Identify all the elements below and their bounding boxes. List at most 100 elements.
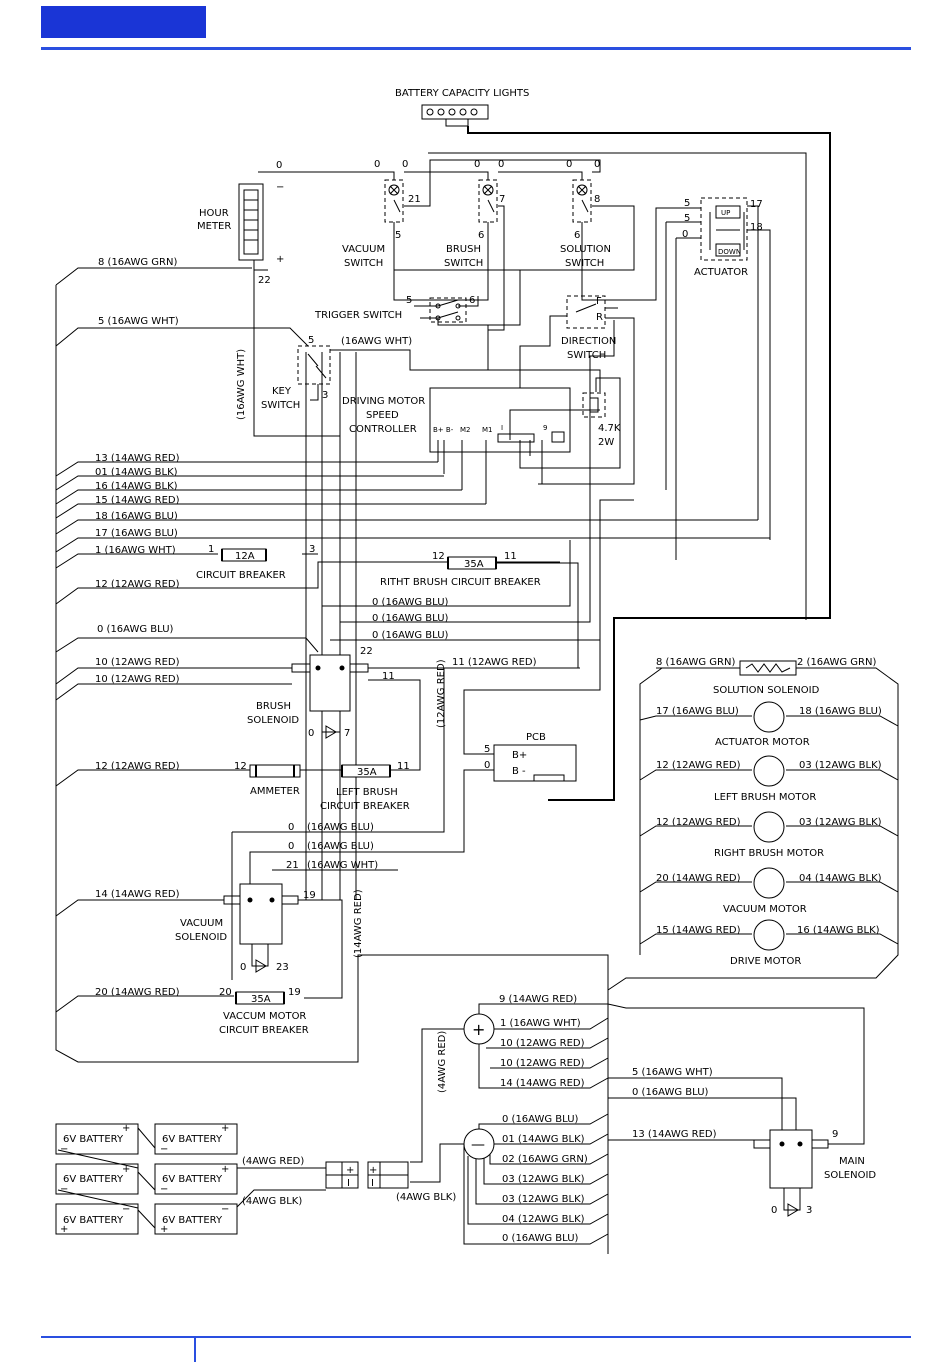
- act-term-18: 18: [750, 222, 763, 233]
- direction-f: F: [596, 296, 602, 307]
- key-term-5: 5: [308, 335, 314, 346]
- left-brush-circuit-breaker: 35A 11 LEFT BRUSH CIRCUIT BREAKER: [320, 761, 410, 812]
- positive-bus: + 9 (14AWG RED) 1 (16AWG WHT) 10 (12AWG …: [410, 994, 865, 1163]
- battery-5: 6V BATTERY − +: [55, 1203, 139, 1235]
- pcb-bminus: B -: [512, 766, 526, 777]
- conn-b-bar: I: [371, 1178, 374, 1189]
- battery-connectors: + I + I (4AWG RED) (4AWG BLK) (4AWG BLK): [235, 1156, 456, 1209]
- wire-label-n-03b: 03 (12AWG BLK): [502, 1194, 585, 1205]
- wire-label-12awg-red-v: (12AWG RED): [436, 659, 447, 728]
- battery-2-minus: −: [160, 1144, 168, 1155]
- wire-label-vs-16blu-a: (16AWG BLU): [307, 822, 374, 833]
- wire-label-10-12red-b: 10 (12AWG RED): [95, 674, 180, 685]
- battery-capacity-lights-label: BATTERY CAPACITY LIGHTS: [395, 88, 529, 99]
- vs-wire-term-0a: 0: [288, 822, 294, 833]
- conn-a-plus: +: [346, 1165, 354, 1176]
- brush-solenoid: 22 11 0 7 BRUSH SOLENOID 10 (12AWG RED) …: [55, 646, 580, 771]
- vmcb-value: 35A: [251, 994, 271, 1005]
- wire-label-14-14red: 14 (14AWG RED): [95, 889, 180, 900]
- battery-3-label: 6V BATTERY: [63, 1174, 124, 1185]
- trig-term-6: 6: [469, 295, 475, 306]
- battery-2: 6V BATTERY + −: [154, 1123, 238, 1155]
- ms-term-3: 3: [806, 1205, 812, 1216]
- wire-label-16-14blk: 16 (14AWG BLK): [95, 481, 178, 492]
- wire-label-13-14red: 13 (14AWG RED): [95, 453, 180, 464]
- wire-label-4awg-blk: (4AWG BLK): [242, 1196, 302, 1207]
- ms-term-9: 9: [832, 1129, 838, 1140]
- vacuum-switch-label-1: VACUUM: [342, 244, 385, 255]
- wire-label-4awg-red: (4AWG RED): [242, 1156, 304, 1167]
- battery-6-minus: −: [221, 1204, 229, 1215]
- wire-label-lb-03: 03 (12AWG BLK): [799, 760, 882, 771]
- wire-label-12-12red-ammeter: 12 (12AWG RED): [95, 761, 180, 772]
- vacuum-motor-circuit-breaker: 20 (14AWG RED) 35A 20 19 VACCUM MOTOR CI…: [55, 987, 309, 1036]
- wire-label-n-02: 02 (16AWG GRN): [502, 1154, 588, 1165]
- battery-5-label: 6V BATTERY: [63, 1215, 124, 1226]
- circuit-breaker-12a: 12A 1 3 CIRCUIT BREAKER: [196, 544, 315, 581]
- vmcb-term-19: 19: [288, 987, 301, 998]
- wire-label-rb-03: 03 (12AWG BLK): [799, 817, 882, 828]
- wire-label-act-17: 17 (16AWG BLU): [656, 706, 739, 717]
- wire-label-sol-2: 2 (16AWG GRN): [797, 657, 876, 668]
- main-solenoid-label-2: SOLENOID: [824, 1170, 876, 1181]
- wire-label-4awg-blk-b: (4AWG BLK): [396, 1192, 456, 1203]
- wire-label-vs-16blu-b: (16AWG BLU): [307, 841, 374, 852]
- controller-term-b: B+ B-: [433, 426, 454, 434]
- wire-label-vs-16wht: (16AWG WHT): [307, 860, 378, 871]
- ammeter-label: AMMETER: [250, 786, 300, 797]
- battery-2-label: 6V BATTERY: [162, 1134, 223, 1145]
- battery-4-minus: −: [160, 1184, 168, 1195]
- brush-solenoid-label-1: BRUSH: [256, 701, 291, 712]
- direction-switch: F R DIRECTION SWITCH: [487, 295, 635, 485]
- wire-label-p-1: 1 (16AWG WHT): [500, 1018, 581, 1029]
- pcb: PCB B+ B - 5 0: [249, 620, 601, 900]
- hour-meter-term-22: 22: [258, 275, 271, 286]
- pcb-term-0: 0: [484, 760, 490, 771]
- lbcb-label-1: LEFT BRUSH: [336, 787, 398, 798]
- wire-label-m-0: 0 (16AWG BLU): [632, 1087, 709, 1098]
- battery-pack: 6V BATTERY + − 6V BATTERY + − 6V BATTERY…: [55, 1123, 238, 1235]
- bs-term-0: 0: [308, 728, 314, 739]
- vs-term-23: 23: [276, 962, 289, 973]
- right-brush-circuit-breaker: 35A 12 11 RITHT BRUSH CIRCUIT BREAKER: [380, 551, 579, 669]
- header-rule: [41, 47, 911, 50]
- wire-label-p-10b: 10 (12AWG RED): [500, 1058, 585, 1069]
- lbcb-label-2: CIRCUIT BREAKER: [320, 801, 410, 812]
- mid-blue-wires: 0 (16AWG BLU) 0 (16AWG BLU) 0 (16AWG BLU…: [55, 320, 634, 653]
- act-term-17: 17: [750, 199, 763, 210]
- wire-label-rb-12: 12 (12AWG RED): [656, 817, 741, 828]
- vs-term-19: 19: [303, 890, 316, 901]
- pcb-term-5: 5: [484, 744, 490, 755]
- battery-capacity-lights: BATTERY CAPACITY LIGHTS: [395, 88, 831, 801]
- resistor-4-7k: 4.7K 2W: [582, 392, 621, 448]
- key-switch-label-2: SWITCH: [261, 400, 300, 411]
- battery-1: 6V BATTERY + −: [55, 1123, 139, 1155]
- wire-label-16wht: (16AWG WHT): [341, 336, 412, 347]
- direction-r: R: [596, 312, 603, 323]
- key-switch: 5 3 KEY SWITCH 5 (16AWG WHT) (16AWG WHT): [55, 316, 488, 411]
- vac-term-5: 5: [395, 230, 401, 241]
- main-solenoid: 5 (16AWG WHT) 0 (16AWG BLU) 13 (14AWG RE…: [608, 1067, 876, 1217]
- battery-4-plus: +: [221, 1164, 229, 1175]
- brush-switch-label-2: SWITCH: [444, 258, 483, 269]
- ammeter: 12 (12AWG RED) 12 AMMETER: [55, 761, 301, 797]
- wire-label-p-10a: 10 (12AWG RED): [500, 1038, 585, 1049]
- lbcb-value: 35A: [357, 767, 377, 778]
- vacuum-solenoid-label-1: VACUUM: [180, 918, 223, 929]
- hour-meter: HOUR METER − + 22 0: [197, 160, 284, 286]
- footer-rule: [41, 1336, 911, 1338]
- vs-wire-term-21: 21: [286, 860, 299, 871]
- left-harness: 13 (14AWG RED) 01 (14AWG BLK) 16 (14AWG …: [55, 285, 770, 1254]
- pcb-label: PCB: [526, 732, 546, 743]
- wire-label-n-04: 04 (12AWG BLK): [502, 1214, 585, 1225]
- vacuum-switch: 0 0 21 5 VACUUM SWITCH: [342, 159, 421, 269]
- vac-term-0b: 0: [402, 159, 408, 170]
- hour-meter-minus: −: [276, 182, 284, 193]
- ms-term-0: 0: [771, 1205, 777, 1216]
- controller-label-1: DRIVING MOTOR: [342, 396, 425, 407]
- wire-label-sol-8: 8 (16AWG GRN): [656, 657, 735, 668]
- act-term-0: 0: [682, 229, 688, 240]
- wire-label-11-12red: 11 (12AWG RED): [452, 657, 537, 668]
- wire-label-n-0a: 0 (16AWG BLU): [502, 1114, 579, 1125]
- hour-meter-label-2: METER: [197, 221, 231, 232]
